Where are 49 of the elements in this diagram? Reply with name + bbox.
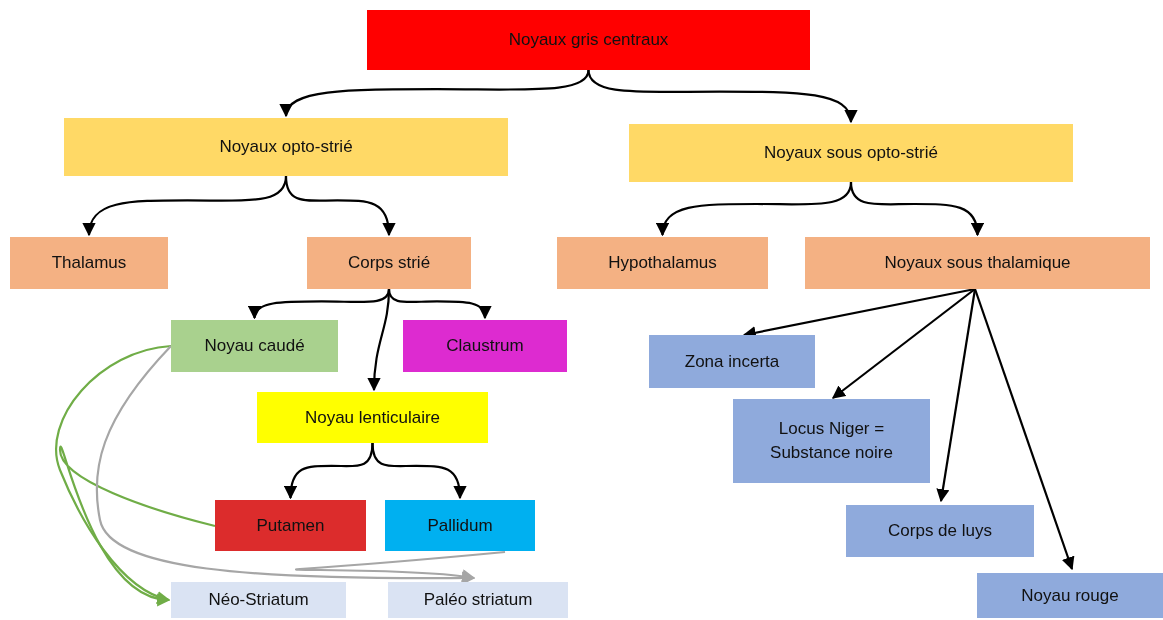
- node-label: Hypothalamus: [608, 252, 717, 275]
- arrow: [58, 447, 216, 605]
- node-label: Noyaux opto-strié: [219, 136, 353, 159]
- node-label: Paléo striatum: [423, 589, 533, 612]
- hierarchy-box: [846, 505, 1034, 557]
- hierarchy-box: [733, 399, 930, 483]
- hierarchy-box: [307, 237, 471, 289]
- hierarchy-box: [403, 320, 567, 372]
- node-label: Noyaux sous thalamique: [884, 252, 1071, 275]
- arrow: [297, 550, 506, 583]
- node-label: Noyau rouge: [1021, 584, 1119, 607]
- arrow: [849, 181, 984, 237]
- node-label: Zona incerta: [684, 350, 780, 373]
- node-label: Claustrum: [446, 335, 524, 358]
- hierarchy-box: [215, 500, 366, 551]
- hierarchy-box: [805, 237, 1150, 289]
- hierarchy-box: [367, 10, 810, 70]
- hierarchy-box: [171, 582, 346, 618]
- arrow: [371, 442, 466, 500]
- node-label: Néo-Striatum: [208, 589, 309, 612]
- arrow: [55, 344, 172, 603]
- arrow: [249, 288, 391, 320]
- hierarchy-box: [257, 392, 488, 443]
- node-label: Pallidum: [427, 514, 493, 537]
- node-label: Noyaux gris centraux: [508, 29, 669, 52]
- arrow: [936, 288, 977, 503]
- hierarchy-box: [171, 320, 338, 372]
- node-label: Corps de luys: [888, 520, 992, 543]
- node-label: Noyau lenticulaire: [304, 406, 441, 429]
- hierarchy-box: [388, 582, 568, 618]
- arrow: [831, 288, 976, 399]
- arrow: [284, 175, 395, 237]
- hierarchy-box: [10, 237, 168, 289]
- hierarchy-box: [557, 237, 768, 289]
- node-label: Corps strié: [347, 252, 431, 275]
- node-label: Noyau caudé: [204, 335, 305, 358]
- arrow: [281, 69, 590, 118]
- hierarchy-box: [385, 500, 535, 551]
- node-label: Locus Niger = Substance noire: [769, 418, 894, 464]
- arrow: [973, 288, 1075, 571]
- node-label: Thalamus: [51, 252, 127, 275]
- node-label: Putamen: [256, 514, 325, 537]
- hierarchy-box: [629, 124, 1073, 182]
- hierarchy-box: [649, 335, 815, 388]
- arrow: [587, 69, 856, 124]
- hierarchy-box: [64, 118, 508, 176]
- arrow: [367, 288, 391, 392]
- hierarchy-box: [977, 573, 1163, 618]
- node-label: Noyaux sous opto-strié: [764, 142, 938, 165]
